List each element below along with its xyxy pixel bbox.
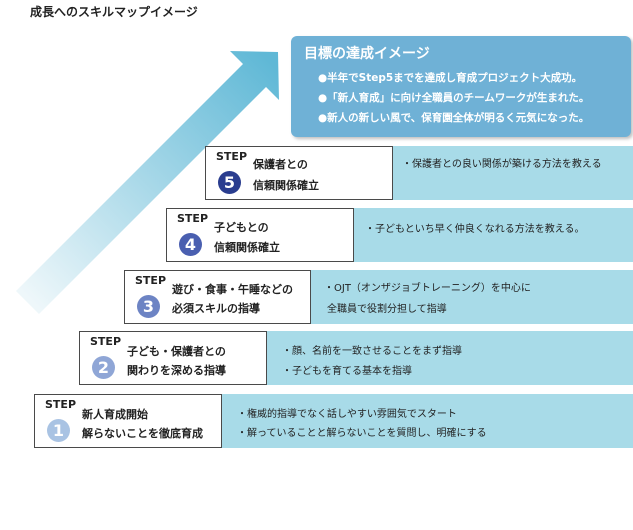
step-3-title-line-1: 遊び・食事・午睡などの: [172, 283, 293, 296]
step-label: STEP: [90, 335, 122, 348]
step-1-title-line-2: 解らないことを徹底育成: [82, 427, 203, 440]
step-5-box: STEP 5 保護者との 信頼関係確立: [205, 146, 393, 200]
step-3-band: ・OJT（オンザジョブトレーニング）を中心に 全職員で役割分担して指導: [309, 270, 633, 324]
step-3-title-line-2: 必須スキルの指導: [172, 302, 260, 315]
step-number-badge: 4: [179, 233, 202, 256]
step-number-badge: 2: [92, 356, 115, 379]
step-3-box: STEP 3 遊び・食事・午睡などの 必須スキルの指導: [124, 270, 311, 324]
step-4-title-line-2: 信頼関係確立: [214, 241, 280, 254]
step-label: STEP: [216, 150, 248, 163]
page-title: 成長へのスキルマップイメージ: [30, 5, 198, 19]
step-1-desc-2: ・解っていることと解らないことを質問し、明確にする: [237, 428, 487, 439]
goal-item: ●半年でStep5までを達成し育成プロジェクト大成功。: [318, 72, 583, 84]
goal-item: ●新人の新しい風で、保育園全体が明るく元気になった。: [318, 112, 590, 124]
step-1-box: STEP 1 新人育成開始 解らないことを徹底育成: [34, 394, 222, 448]
goal-title: 目標の達成イメージ: [304, 46, 430, 62]
step-number-badge: 3: [137, 295, 160, 318]
step-2-desc-1: ・顔、名前を一致させることをまず指導: [282, 346, 462, 357]
step-4-band: ・子どもといち早く仲良くなれる方法を教える。: [352, 208, 633, 262]
step-5-band: ・保護者との良い関係が築ける方法を教える: [392, 146, 633, 200]
step-5-title-line-1: 保護者との: [253, 158, 308, 171]
step-2-title-line-2: 関わりを深める指導: [127, 364, 226, 377]
step-5-title-line-2: 信頼関係確立: [253, 179, 319, 192]
step-4-desc-1: ・子どもといち早く仲良くなれる方法を教える。: [365, 224, 585, 235]
step-1-band: ・権威的指導でなく話しやすい雰囲気でスタート ・解っていることと解らないことを質…: [220, 394, 633, 448]
step-1-title-line-1: 新人育成開始: [82, 408, 148, 421]
step-2-desc-2: ・子どもを育てる基本を指導: [282, 366, 412, 377]
step-2-band: ・顔、名前を一致させることをまず指導 ・子どもを育てる基本を指導: [266, 331, 633, 385]
step-number-badge: 5: [218, 171, 241, 194]
step-4-title-line-1: 子どもとの: [214, 221, 269, 234]
goal-item: ●「新人育成」に向け全職員のチームワークが生まれた。: [318, 92, 590, 104]
step-3-desc-2: 全職員で役割分担して指導: [327, 304, 447, 315]
step-number-badge: 1: [47, 419, 70, 442]
step-3-desc-1: ・OJT（オンザジョブトレーニング）を中心に: [324, 283, 531, 294]
goal-box: 目標の達成イメージ ●半年でStep5までを達成し育成プロジェクト大成功。 ●「…: [291, 36, 631, 137]
step-label: STEP: [177, 212, 209, 225]
step-5-desc-1: ・保護者との良い関係が築ける方法を教える: [402, 159, 602, 170]
step-1-desc-1: ・権威的指導でなく話しやすい雰囲気でスタート: [237, 409, 457, 420]
step-2-title-line-1: 子ども・保護者との: [127, 345, 226, 358]
step-2-box: STEP 2 子ども・保護者との 関わりを深める指導: [79, 331, 267, 385]
step-4-box: STEP 4 子どもとの 信頼関係確立: [166, 208, 354, 262]
step-label: STEP: [45, 398, 77, 411]
step-label: STEP: [135, 274, 167, 287]
